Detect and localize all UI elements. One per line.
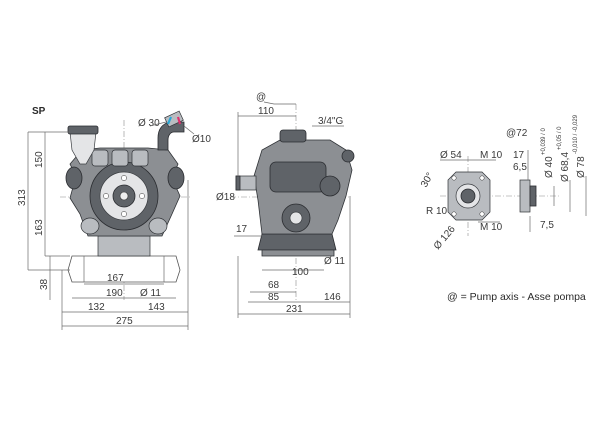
- side-inlet-flange: [235, 175, 241, 191]
- dim-m10-bottom: M 10: [480, 222, 503, 233]
- dim-150: 150: [34, 151, 45, 168]
- dim-side-axis: @: [256, 92, 266, 103]
- nozzle-marker-blue: [166, 116, 173, 125]
- bolt-hole-1: [121, 175, 127, 181]
- legend-note: @ = Pump axis - Asse pompa: [447, 291, 586, 303]
- front-pump-shaft: [119, 191, 129, 201]
- flange-profile-spigot: [529, 185, 537, 207]
- dim-54: Ø 54: [440, 150, 462, 161]
- dim-684: Ø 68,4: [560, 152, 571, 182]
- left-lower-cylinder: [80, 217, 100, 235]
- right-cylinder: [167, 166, 185, 190]
- dim-side-11: Ø 11: [324, 256, 345, 267]
- dim-167: 167: [107, 273, 124, 284]
- nozzle-marker-red: [176, 116, 182, 125]
- tol-78: -0,010 / -0,029: [573, 114, 579, 154]
- bolt-hole-3: [121, 211, 127, 217]
- dim-163: 163: [34, 219, 45, 236]
- dim-132: 132: [88, 302, 105, 313]
- flange-hole-3: [451, 211, 457, 217]
- dim-146: 146: [324, 292, 341, 303]
- leader-10: [183, 125, 195, 135]
- dim-313: 313: [17, 189, 28, 206]
- oil-reservoir-cap: [67, 125, 99, 135]
- dim-85: 85: [268, 292, 280, 303]
- dim-143: 143: [148, 302, 165, 313]
- dim-110: 110: [258, 106, 274, 117]
- front-view: 150 313 163 38 167 190 Ø 11 132 143 275 …: [17, 110, 211, 330]
- right-lower-cylinder: [148, 217, 168, 235]
- flange-hole-4: [479, 211, 485, 217]
- dim-side-17: 17: [236, 224, 248, 235]
- flange-hole-2: [479, 175, 485, 181]
- side-shaft: [289, 211, 303, 225]
- dim-30deg: 30°: [419, 171, 436, 190]
- valve-cap-middle: [111, 149, 129, 167]
- dim-231: 231: [286, 304, 303, 315]
- side-manifold: [319, 175, 341, 197]
- bolt-hole-4: [103, 193, 109, 199]
- dim-72: @72: [506, 128, 528, 139]
- tol-40: +0,039 / 0: [541, 127, 547, 155]
- front-base: [67, 255, 181, 283]
- dim-30: Ø 30: [138, 118, 160, 129]
- dim-65: 6,5: [513, 162, 527, 173]
- flange-profile-body: [519, 179, 531, 213]
- flange-hole-1: [451, 175, 457, 181]
- dim-38: 38: [39, 278, 50, 290]
- valve-cap-right: [131, 149, 149, 167]
- dim-18: Ø18: [216, 192, 235, 203]
- dim-r10: R 10: [426, 206, 448, 217]
- dim-flange-17: 17: [513, 150, 525, 161]
- flange-center-boss: [460, 188, 476, 204]
- dim-75: 7,5: [540, 220, 554, 231]
- valve-cap-left: [91, 149, 109, 167]
- dim-thread: 3/4"G: [318, 116, 343, 127]
- dim-190: 190: [106, 288, 123, 299]
- side-base-foot: [257, 233, 337, 251]
- model-label: SP: [32, 106, 46, 117]
- side-top-cap: [279, 129, 307, 143]
- delivery-fitting: [157, 121, 185, 151]
- tol-684: +0,05 / 0: [557, 126, 563, 150]
- dim-100: 100: [292, 267, 309, 278]
- leader-axis: [263, 101, 296, 105]
- side-view: 110 @ 3/4"G Ø18 17 Ø 11 100 68 85 146 23…: [216, 92, 355, 318]
- dim-front-11: Ø 11: [140, 288, 161, 299]
- dim-10: Ø10: [192, 134, 211, 145]
- bolt-hole-2: [139, 193, 145, 199]
- side-cylinder-block: [269, 161, 327, 193]
- side-outlet: [341, 149, 355, 163]
- dim-126: Ø 126: [432, 224, 458, 252]
- front-mount-block: [97, 235, 151, 257]
- dim-78: Ø 78: [576, 156, 587, 178]
- side-base-plate: [261, 249, 335, 257]
- dim-m10-top: M 10: [480, 150, 503, 161]
- dim-275: 275: [116, 316, 133, 327]
- flange-view: Ø 54 M 10 30° R 10 Ø 126 M 10 @72 17 6,5…: [419, 114, 587, 252]
- leader-30: [149, 121, 167, 127]
- dim-40: Ø 40: [544, 156, 555, 178]
- left-cylinder: [65, 166, 83, 190]
- dim-68: 68: [268, 280, 280, 291]
